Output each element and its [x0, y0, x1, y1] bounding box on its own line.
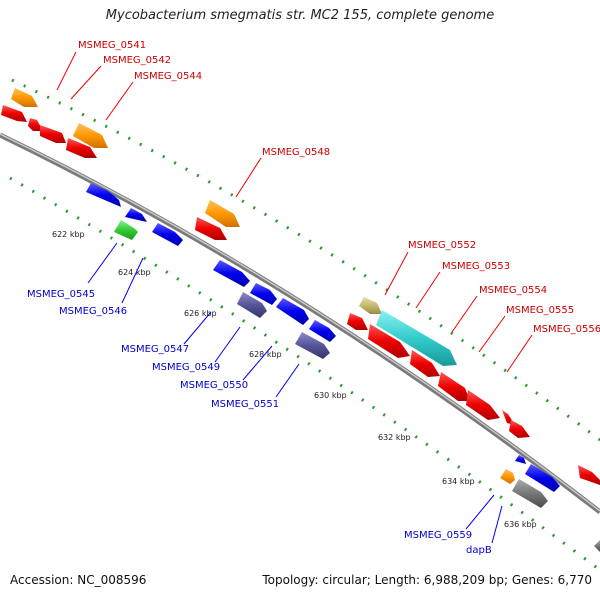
label-msmeg-0547[interactable]: MSMEG_0547	[121, 344, 189, 355]
cds-msmeg-0544[interactable]	[66, 138, 97, 158]
reverse-cds-track	[86, 183, 560, 492]
cds-msmeg-0559[interactable]	[525, 464, 560, 492]
cds-msmeg-0550[interactable]	[250, 283, 277, 305]
cds-msmeg-0554[interactable]	[410, 350, 440, 377]
genome-backbone-highlight	[0, 133, 600, 512]
cds-msmeg-0560[interactable]	[578, 465, 600, 485]
label-msmeg-0552[interactable]: MSMEG_0552	[408, 240, 476, 251]
label-msmeg-0551[interactable]: MSMEG_0551	[211, 399, 279, 410]
cds-msmeg-0541[interactable]	[1, 105, 27, 122]
forward-cds-track	[1, 105, 600, 485]
orf-track-lower	[114, 220, 600, 552]
label-msmeg-0549[interactable]: MSMEG_0549	[152, 362, 220, 373]
map-footer: Accession: NC_008596 Topology: circular;…	[0, 573, 600, 593]
cds-msmeg-0543[interactable]	[40, 125, 66, 143]
cds-dapb[interactable]	[515, 455, 526, 464]
label-dapb[interactable]: dapB	[466, 545, 492, 556]
label-msmeg-0555[interactable]: MSMEG_0555	[506, 305, 574, 316]
accession-text: Accession: NC_008596	[10, 573, 147, 587]
cds-msmeg-0551b[interactable]	[309, 320, 336, 342]
cds-msmeg-0547[interactable]	[152, 223, 183, 246]
cds-msmeg-0553[interactable]	[368, 324, 410, 358]
reverse-labels: MSMEG_0545 MSMEG_0546 MSMEG_0547 MSMEG_0…	[27, 289, 492, 556]
tick-label: 626 kbp	[184, 309, 217, 318]
label-msmeg-0553[interactable]: MSMEG_0553	[442, 261, 510, 272]
label-msmeg-0548[interactable]: MSMEG_0548	[262, 147, 330, 158]
label-msmeg-0559[interactable]: MSMEG_0559	[404, 530, 472, 541]
label-msmeg-0541[interactable]: MSMEG_0541	[78, 40, 146, 51]
forward-labels: MSMEG_0541 MSMEG_0542 MSMEG_0544 MSMEG_0…	[78, 40, 600, 335]
label-msmeg-0554[interactable]: MSMEG_0554	[479, 285, 547, 296]
label-msmeg-0542[interactable]: MSMEG_0542	[103, 55, 171, 66]
cds-msmeg-0555[interactable]	[438, 372, 470, 401]
map-title: Mycobacterium smegmatis str. MC2 155, co…	[105, 8, 495, 23]
gc-track-upper	[11, 78, 600, 442]
orf-orange-2[interactable]	[73, 123, 108, 148]
reverse-leaders	[87, 242, 503, 544]
orf-gray-edge[interactable]	[594, 540, 600, 552]
cds-msmeg-0552[interactable]	[347, 313, 368, 330]
gc-track-lower	[9, 176, 600, 572]
cds-msmeg-0548[interactable]	[195, 217, 227, 240]
label-msmeg-0544[interactable]: MSMEG_0544	[134, 71, 202, 82]
label-msmeg-0550[interactable]: MSMEG_0550	[180, 380, 248, 391]
tick-label: 622 kbp	[52, 230, 85, 239]
cds-msmeg-0545[interactable]	[86, 183, 121, 207]
scale-ticks: 622 kbp 624 kbp 626 kbp 628 kbp 630 kbp …	[52, 230, 537, 529]
cds-msmeg-0549[interactable]	[213, 260, 250, 287]
cds-msmeg-0542[interactable]	[28, 118, 43, 131]
orf-gray[interactable]	[512, 479, 548, 508]
tick-label: 634 kbp	[442, 477, 475, 486]
tick-label: 632 kbp	[378, 433, 411, 442]
cds-msmeg-0556[interactable]	[466, 390, 500, 420]
genome-backbone	[0, 132, 600, 514]
tick-label: 636 kbp	[504, 520, 537, 529]
cds-msmeg-0558[interactable]	[509, 420, 530, 438]
orf-orange-small[interactable]	[500, 469, 515, 484]
orf-orange-3[interactable]	[205, 200, 240, 227]
orf-cyan[interactable]	[376, 310, 457, 366]
cds-msmeg-0551[interactable]	[276, 298, 309, 325]
orf-track-upper	[11, 88, 457, 366]
label-msmeg-0556[interactable]: MSMEG_0556	[533, 324, 600, 335]
topology-text: Topology: circular; Length: 6,988,209 bp…	[262, 573, 592, 587]
tick-label: 624 kbp	[118, 268, 151, 277]
orf-slate-1[interactable]	[237, 292, 267, 318]
orf-orange-1[interactable]	[11, 88, 38, 107]
cds-msmeg-0546[interactable]	[125, 208, 147, 222]
forward-leaders	[56, 51, 533, 373]
orf-khaki[interactable]	[359, 297, 382, 314]
orf-slate-2[interactable]	[295, 332, 330, 359]
tick-label: 630 kbp	[314, 391, 347, 400]
label-msmeg-0545[interactable]: MSMEG_0545	[27, 289, 95, 300]
orf-green[interactable]	[114, 220, 138, 240]
label-msmeg-0546[interactable]: MSMEG_0546	[59, 306, 127, 317]
